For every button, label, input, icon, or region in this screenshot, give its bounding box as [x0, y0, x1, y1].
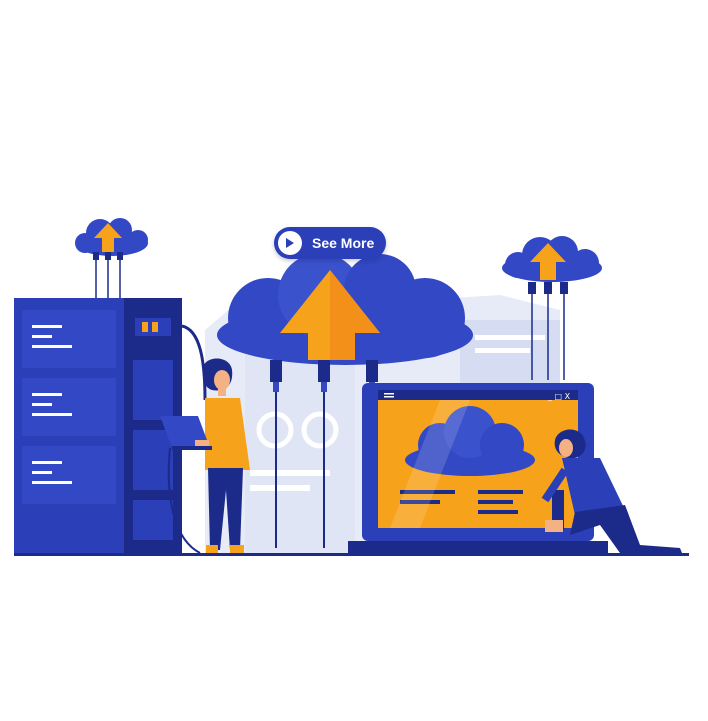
large-cloud-center — [217, 253, 473, 548]
floor — [14, 553, 689, 556]
hamburger-menu-icon — [384, 393, 394, 398]
person-kneeling — [541, 429, 682, 553]
upload-cloud-icon — [405, 406, 535, 476]
laptop-icon: _ □ X — [348, 383, 608, 553]
see-more-label: See More — [312, 235, 375, 251]
window-controls: _ □ X — [547, 392, 571, 401]
upload-arrow-icon — [94, 223, 122, 252]
person-standing — [160, 358, 250, 553]
see-more-button[interactable]: See More — [274, 227, 386, 259]
cable — [167, 447, 201, 554]
play-icon — [278, 231, 302, 255]
small-cloud-right — [502, 236, 602, 380]
upload-arrow-icon — [530, 243, 566, 280]
small-cloud-left — [75, 218, 148, 298]
